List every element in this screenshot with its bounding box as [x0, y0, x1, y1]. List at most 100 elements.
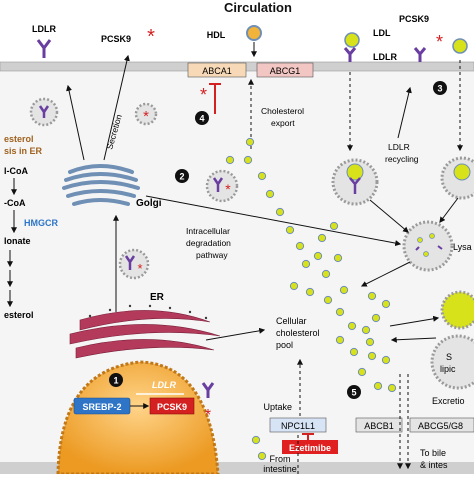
intracellular-degradation-arrow	[145, 195, 402, 247]
cholesterol-dot	[317, 233, 327, 243]
abca1-transporter	[187, 62, 247, 78]
ldl-particle	[344, 32, 360, 48]
ldl-label: LDL	[373, 28, 391, 38]
cholesterol-dot	[245, 137, 255, 147]
intracellular-label-2: degradation	[186, 238, 231, 248]
hdl-particle	[246, 25, 262, 41]
secretion-arrow	[103, 54, 130, 161]
cholesterol-dot	[289, 281, 299, 291]
cholesterol-dot	[387, 383, 397, 393]
synthesis-line-2: sis in ER	[4, 146, 43, 156]
ldlr-protein-icon	[201, 382, 215, 398]
svg-text:*: *	[225, 181, 231, 197]
cholesterol-dot	[367, 351, 377, 361]
circulation-title: Circulation	[224, 0, 292, 15]
to-lysosome-arrow	[369, 199, 409, 233]
cholesterol-dot	[365, 337, 375, 347]
storage-label-2: lipic	[440, 364, 456, 374]
ldlr-right-icon	[413, 47, 427, 62]
step-badge-2	[175, 169, 189, 183]
cholesterol-dot	[243, 155, 253, 165]
cholesterol-molecules	[225, 137, 397, 461]
ldlr-right-label: LDLR	[373, 52, 397, 62]
cellular-pool-label-1: Cellular	[276, 316, 307, 326]
step-number-5: 5	[351, 388, 356, 398]
pcsk9-vesicle: *	[134, 102, 158, 126]
from-intestine-label-2: intestine	[263, 464, 297, 474]
cholesterol-dot	[367, 291, 377, 301]
pcsk9-star-icon: *	[200, 85, 207, 105]
pcsk9-protein-star-icon: *	[205, 407, 211, 424]
pcsk9-gene-box	[149, 397, 195, 415]
cholesterol-dot	[321, 269, 331, 279]
abcg1-label: ABCG1	[270, 66, 301, 76]
svg-text:*: *	[137, 261, 142, 276]
endosome-vesicle	[331, 158, 379, 206]
recycling-arrow	[397, 86, 412, 139]
pool-to-storage-arrow	[389, 315, 440, 327]
cholesterol-dot	[381, 355, 391, 365]
synthesis-line-7: esterol	[4, 310, 34, 320]
srebp2-label: SREBP-2	[82, 402, 121, 412]
step-number-2: 2	[179, 172, 184, 182]
pcsk9-right-star-icon: *	[436, 32, 443, 52]
npc1l1-transporter	[269, 417, 327, 433]
storage-lipid-droplet	[430, 334, 474, 390]
abca1-label: ABCA1	[202, 66, 232, 76]
step-badge-4	[195, 111, 209, 125]
pcsk9-right-label: PCSK9	[399, 14, 429, 24]
inhibition-bar	[209, 83, 221, 114]
step-number-4: 4	[199, 114, 204, 124]
abcb1-label: ABCB1	[364, 421, 394, 431]
cholesterol-dot	[305, 287, 315, 297]
to-lysosome-arrow-right	[439, 197, 459, 223]
ldlr-pcsk9-vesicle-lower: *	[118, 248, 150, 280]
cholesterol-dot	[323, 295, 333, 305]
ldlr-recycling-label-2: recycling	[385, 154, 419, 164]
cholesterol-export-label-1: Cholesterol	[261, 106, 304, 116]
golgi-apparatus	[62, 164, 140, 206]
ldlr-pcsk9-vesicle: *	[205, 169, 239, 203]
cholesterol-dot	[225, 155, 235, 165]
endosome-vesicle-right	[440, 156, 474, 200]
cholesterol-export-label-2: export	[271, 118, 295, 128]
lysosome	[402, 220, 454, 272]
er-to-pool-arrow	[205, 327, 266, 341]
cholesterol-dot	[329, 221, 339, 231]
hdl-label: HDL	[207, 30, 226, 40]
cholesterol-dot	[301, 259, 311, 269]
cholesterol-dot	[361, 325, 371, 335]
from-intestine-label-1: From	[270, 454, 291, 464]
lysosome-to-pool-arrow	[360, 261, 411, 287]
npc1l1-label: NPC1L1	[281, 421, 315, 431]
cholesterol-dot	[349, 347, 359, 357]
cholesterol-dot	[373, 381, 383, 391]
cholesterol-dot	[265, 189, 275, 199]
lipid-droplet	[440, 290, 474, 330]
hmgcr-label: HMGCR	[24, 218, 58, 228]
excretion-label: Excretio	[432, 396, 465, 406]
cholesterol-dot	[313, 251, 323, 261]
intracellular-label-3: pathway	[196, 250, 228, 260]
cholesterol-dot	[335, 335, 345, 345]
cholesterol-dot	[251, 435, 261, 445]
ezetimibe-label: Ezetimibe	[289, 443, 331, 453]
lysosome-label: Lysa	[453, 242, 472, 252]
cholesterol-dot	[257, 451, 267, 461]
svg-text:*: *	[143, 108, 149, 125]
abcg5g8-label: ABCG5/G8	[418, 421, 463, 431]
step-number-1: 1	[113, 376, 118, 386]
synthesis-line-1: esterol	[4, 134, 34, 144]
nucleus	[56, 360, 220, 476]
synthesis-line-6: lonate	[4, 236, 31, 246]
cellular-pool-label-3: pool	[276, 340, 293, 350]
abcg1-transporter	[256, 62, 314, 78]
abcb1-transporter	[355, 417, 403, 433]
abcg5g8-transporter	[409, 417, 474, 433]
endoplasmic-reticulum	[69, 310, 221, 359]
cholesterol-dot	[371, 313, 381, 323]
synthesis-line-4: -CoA	[4, 198, 26, 208]
ldlr-recycling-label-1: LDLR	[388, 142, 410, 152]
